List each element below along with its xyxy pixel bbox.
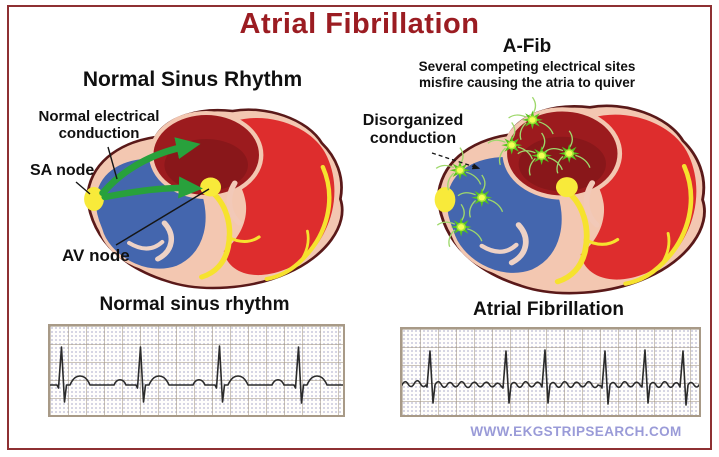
right-section-heading: A-Fib: [502, 36, 552, 57]
green-arrow-to-atrium-icon: [99, 137, 201, 197]
normal-sinus-ecg-strip: [48, 324, 345, 417]
sa-node-label: SA node: [30, 162, 95, 179]
heart-illustration: [435, 106, 705, 293]
normal-sinus-waveform: [50, 345, 343, 404]
normal-conduction-label: Normal electrical conduction: [38, 108, 160, 142]
afib-subtitle-line2: misfire causing the atria to quiver: [418, 75, 636, 90]
disorganized-pointer-arrow: [431, 152, 481, 170]
disorganized-conduction-label: Disorganized conduction: [362, 112, 464, 147]
heart-diagram-afib: [392, 96, 712, 295]
afib-subtitle-line1: Several competing electrical sites: [418, 59, 636, 74]
conduction-arrows: [99, 137, 203, 201]
conduction-pointer-line: [107, 146, 118, 180]
afib-waveform: [402, 349, 699, 406]
heart-diagram-normal: [75, 103, 350, 295]
green-arrow-to-av-node-icon: [101, 176, 203, 201]
right-strip-title: Atrial Fibrillation: [473, 299, 624, 320]
left-strip-title: Normal sinus rhythm: [99, 294, 290, 315]
av-node-label: AV node: [62, 246, 130, 265]
afib-ecg-strip: [400, 327, 701, 417]
watermark-text: WWW.EKGSTRIPSEARCH.COM: [470, 424, 682, 439]
page-title: Atrial Fibrillation: [239, 8, 480, 40]
left-section-heading: Normal Sinus Rhythm: [82, 68, 303, 91]
sa-node-pointer-line: [75, 181, 91, 195]
av-node-pointer-line: [115, 188, 210, 246]
